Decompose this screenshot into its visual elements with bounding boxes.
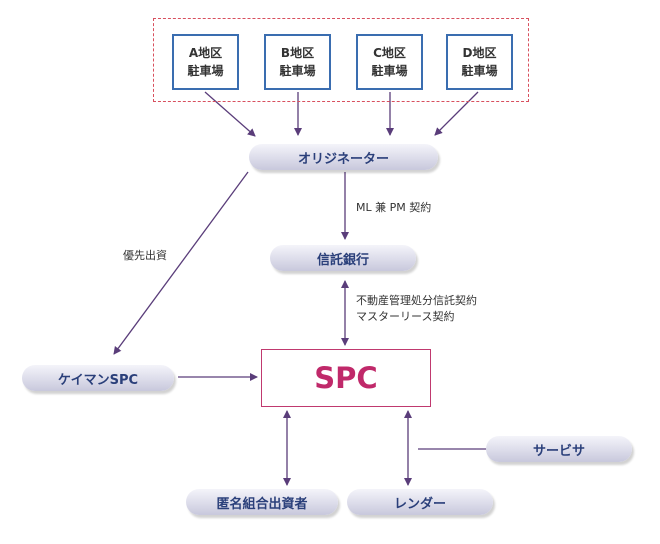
parking-lot-d-area: D地区 bbox=[462, 46, 497, 60]
servicer-node: サービサ bbox=[486, 436, 632, 462]
arrow-originator-to-cayman bbox=[113, 171, 249, 355]
parking-lot-b-box: B地区 駐車場 bbox=[264, 34, 331, 90]
parking-lot-d-label: 駐車場 bbox=[461, 64, 498, 78]
parking-lot-a-area: A地区 bbox=[188, 46, 223, 60]
parking-lot-c-box: C地区 駐車場 bbox=[356, 34, 423, 90]
cayman-spc-node: ケイマンSPC bbox=[22, 365, 174, 391]
spc-node: SPC bbox=[261, 349, 431, 407]
tk-investor-node: 匿名組合出資者 bbox=[186, 489, 338, 515]
trust-contract-label-line1: 不動産管理処分信託契約 bbox=[356, 294, 477, 307]
trust-bank-node: 信託銀行 bbox=[270, 245, 416, 271]
parking-lot-c-area: C地区 bbox=[373, 46, 406, 60]
parking-lots-group-frame bbox=[153, 18, 529, 102]
preferred-investment-label: 優先出資 bbox=[123, 249, 167, 262]
lender-node: レンダー bbox=[347, 489, 493, 515]
parking-lot-c-label: 駐車場 bbox=[371, 64, 408, 78]
trust-contract-label-line2: マスターリース契約 bbox=[356, 310, 455, 323]
parking-lot-d-box: D地区 駐車場 bbox=[446, 34, 513, 90]
originator-node: オリジネーター bbox=[249, 144, 438, 170]
parking-lot-b-label: 駐車場 bbox=[279, 64, 316, 78]
parking-lot-a-box: A地区 駐車場 bbox=[172, 34, 239, 90]
ml-pm-contract-label: ML 兼 PM 契約 bbox=[356, 201, 432, 214]
parking-lot-b-area: B地区 bbox=[280, 46, 315, 60]
parking-lot-a-label: 駐車場 bbox=[187, 64, 224, 78]
arrow-lot-a-to-originator bbox=[204, 91, 256, 137]
arrow-lot-d-to-originator bbox=[434, 91, 479, 136]
